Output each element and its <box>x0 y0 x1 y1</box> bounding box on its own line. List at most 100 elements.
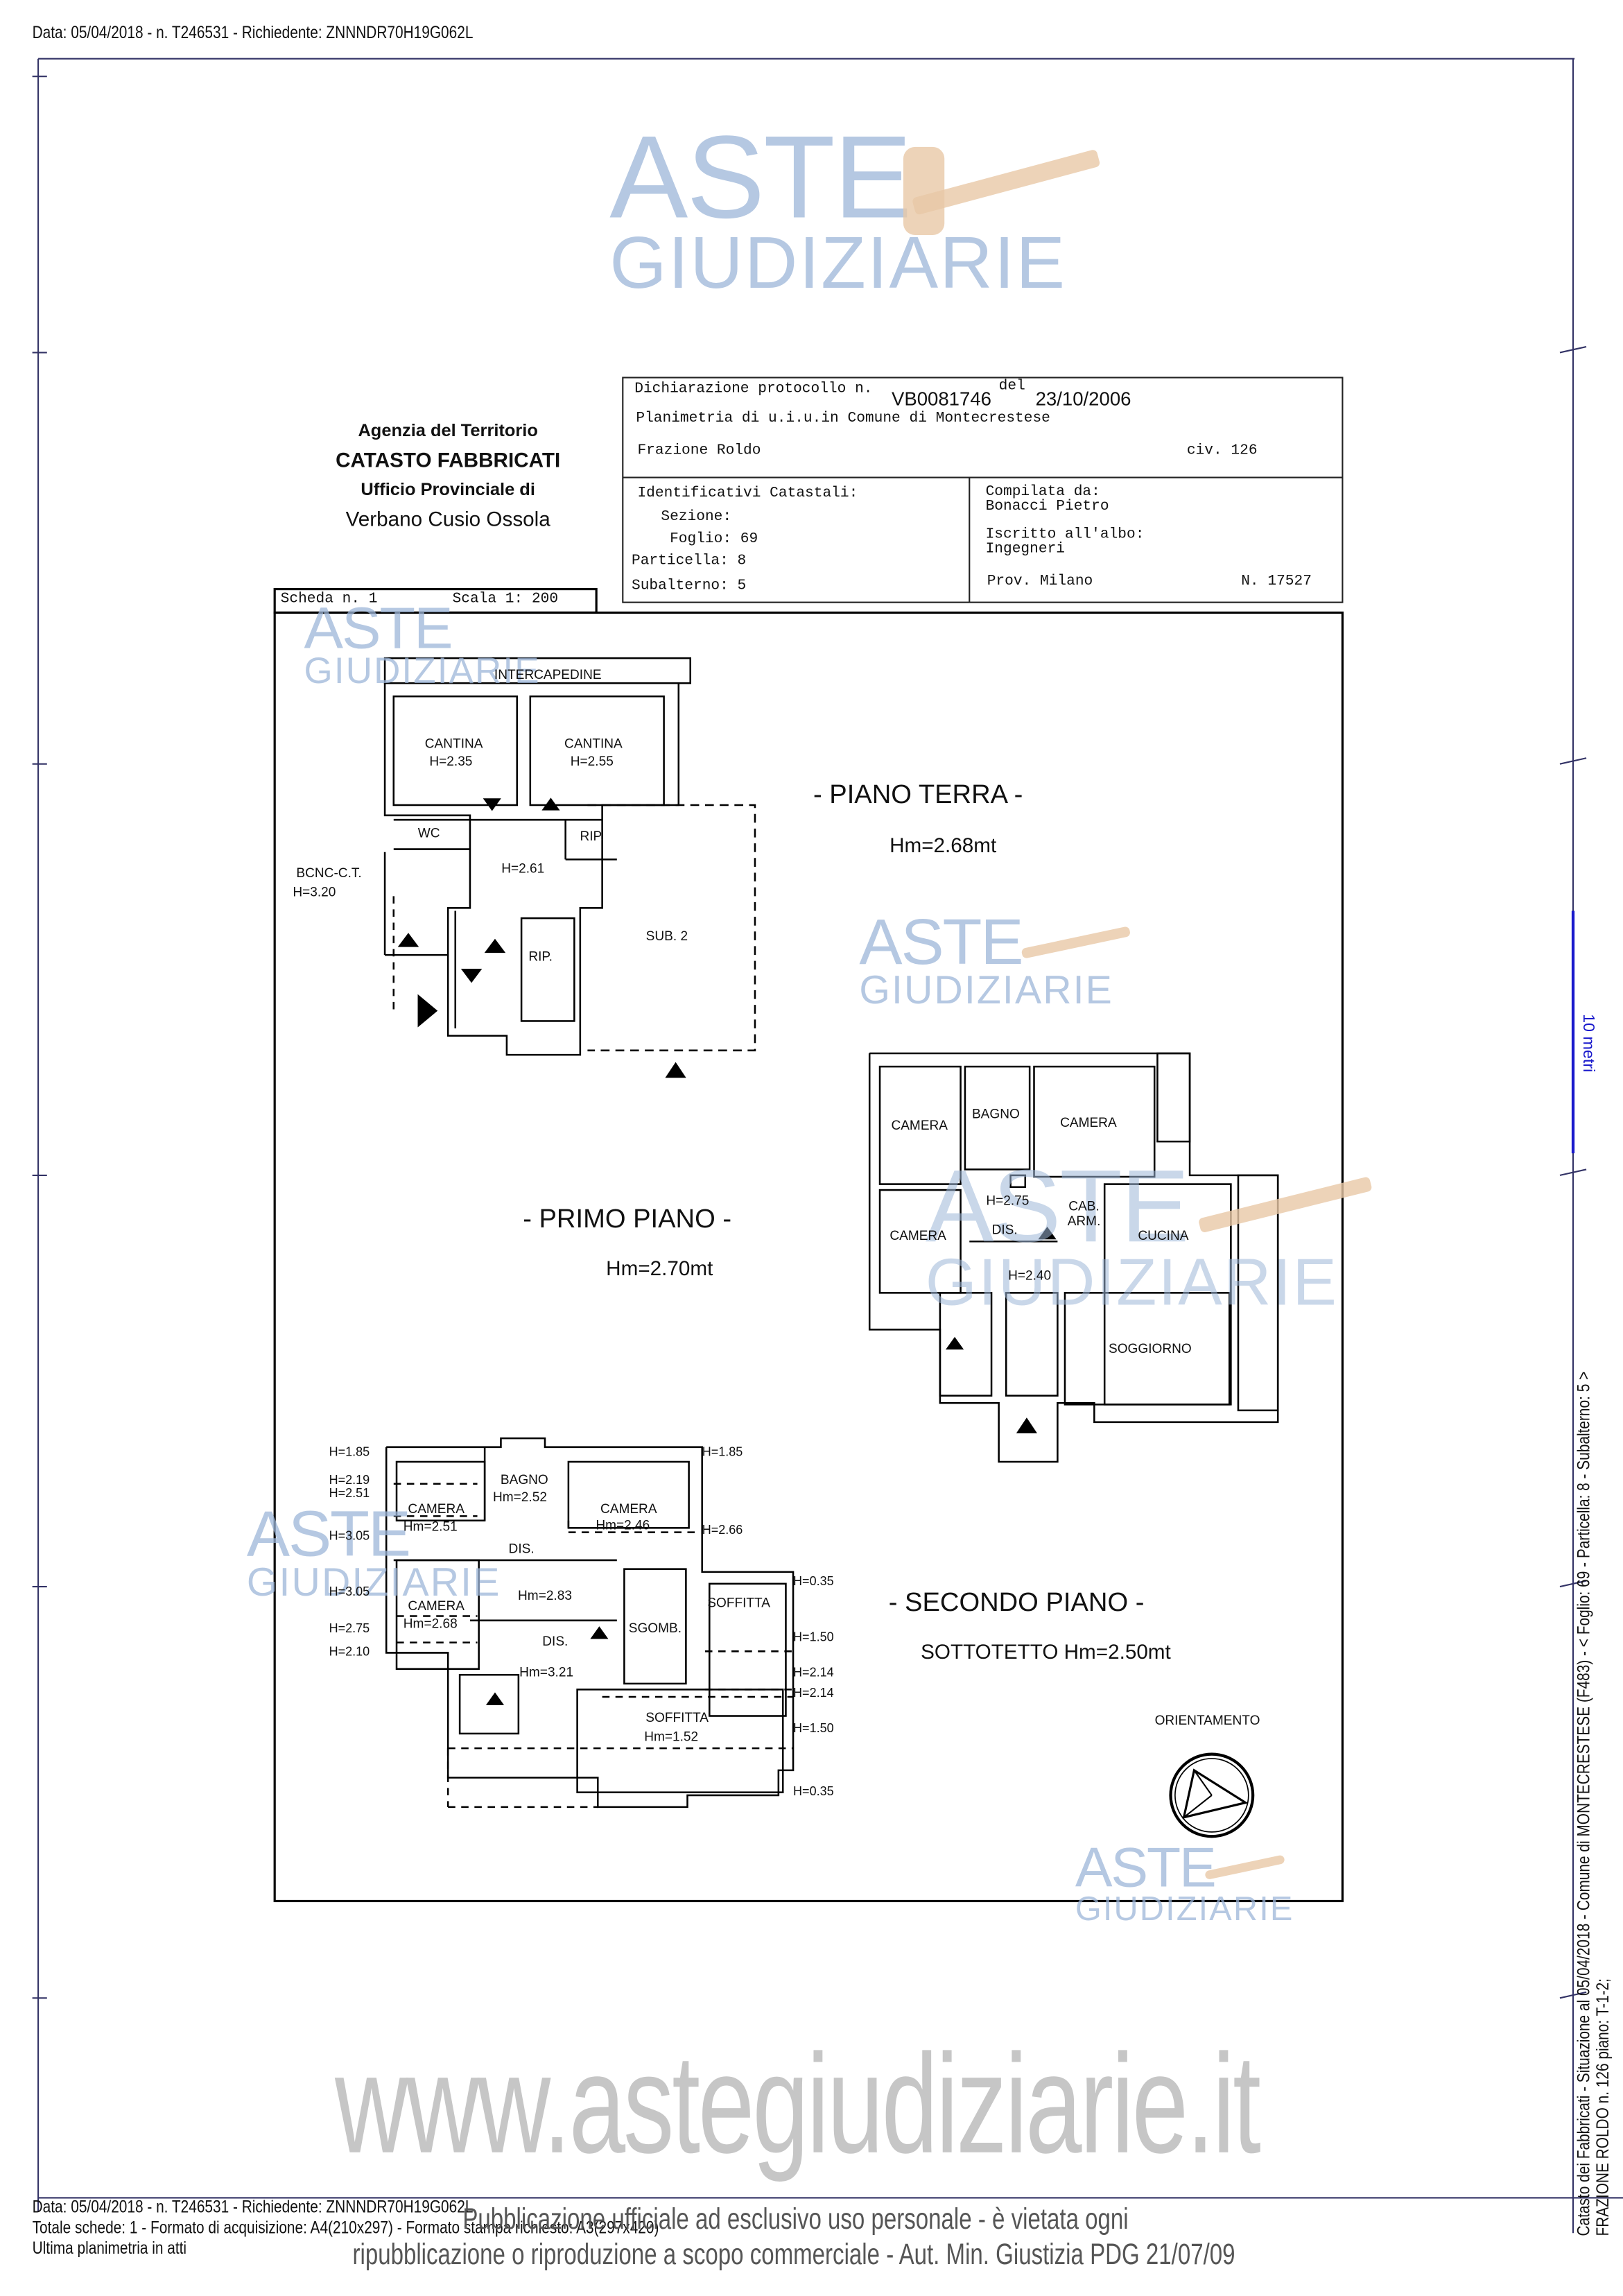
room-label: SOFFITTA <box>707 1595 771 1610</box>
compass-icon <box>1169 1752 1255 1838</box>
compilata-label: Compilata da: <box>985 485 1100 501</box>
height-mark: H=2.10 <box>329 1643 370 1659</box>
room-label: DIS. <box>542 1633 569 1649</box>
foglio-text: Foglio: 69 <box>670 531 758 549</box>
agency-catasto: CATASTO FABBRICATI <box>336 448 561 472</box>
header-request-text: Data: 05/04/2018 - n. T246531 - Richiede… <box>32 21 474 43</box>
room-label: DIS. <box>991 1222 1018 1237</box>
protocol-date: 23/10/2006 <box>1035 388 1131 411</box>
legal-notice-text2: ripubblicazione o riproduzione a scopo c… <box>352 2238 1235 2272</box>
room-label: CAMERA <box>889 1228 946 1243</box>
room-label: CAMERA <box>600 1501 657 1517</box>
room-height: H=2.40 <box>1008 1268 1052 1283</box>
height-mark: H=0.35 <box>793 1573 834 1589</box>
room-label: SGOMB. <box>628 1620 682 1636</box>
website-watermark-text: www.astegiudiziarie.it <box>335 2026 1261 2184</box>
height-mark: H=2.51 <box>329 1485 370 1501</box>
footer-request-line: Data: 05/04/2018 - n. T246531 - Richiede… <box>32 2196 474 2217</box>
scala-label: Scala 1: 200 <box>452 592 559 609</box>
room-height: Hm=2.52 <box>493 1490 547 1505</box>
legal-notice-line1: Pubblicazione ufficiale ad esclusivo uso… <box>462 2204 1316 2238</box>
room-label: BAGNO <box>971 1106 1020 1121</box>
header-request-line: Data: 05/04/2018 - n. T246531 - Richiede… <box>33 22 570 43</box>
height-mark: H=2.75 <box>329 1620 370 1636</box>
ground-floor-title: - PIANO TERRA - <box>813 779 1023 809</box>
second-floor-title: - SECONDO PIANO - <box>888 1587 1145 1617</box>
ground-floor-height: Hm=2.68mt <box>889 833 997 857</box>
room-label: BCNC-C.T. <box>296 865 362 881</box>
frazione-text: Frazione Roldo <box>637 443 761 460</box>
first-floor-title: - PRIMO PIANO - <box>523 1204 732 1234</box>
height-mark: H=0.35 <box>793 1783 834 1799</box>
orientation-label: ORIENTAMENTO <box>1154 1713 1260 1728</box>
scale-bar-label: 10 metri <box>1579 1014 1597 1073</box>
room-label: BAGNO <box>500 1471 548 1487</box>
albo-value: Ingegneri <box>985 542 1066 559</box>
room-label: DIS. <box>508 1541 535 1556</box>
height-mark: H=2.66 <box>702 1521 743 1537</box>
footer-info: Data: 05/04/2018 - n. T246531 - Richiede… <box>33 2196 797 2258</box>
room-label: RIP. <box>528 949 553 964</box>
agency-block: Agenzia del Territorio CATASTO FABBRICAT… <box>336 416 560 533</box>
drawing-box <box>273 611 1344 1903</box>
room-height: Hm=2.68 <box>403 1616 458 1631</box>
subalterno-text: Subalterno: 5 <box>631 578 747 596</box>
height-mark: H=1.50 <box>793 1720 834 1736</box>
protocol-number: VB0081746 <box>891 388 991 411</box>
first-floor-plan <box>868 1052 1279 1463</box>
room-label: CANTINA <box>424 736 483 751</box>
prov-text: Prov. Milano <box>987 574 1093 591</box>
height-mark: H=2.14 <box>793 1664 834 1680</box>
room-label: CANTINA <box>564 736 623 751</box>
height-mark: H=3.05 <box>329 1583 370 1599</box>
height-mark: H=2.19 <box>329 1471 370 1487</box>
footer-last-plan-line: Ultima planimetria in atti <box>32 2237 187 2259</box>
room-label: CAMERA <box>408 1598 465 1614</box>
sezione-text: Sezione: <box>661 510 732 526</box>
room-label: CAMERA <box>891 1118 948 1133</box>
room-label: INTERCAPEDINE <box>494 666 602 682</box>
del-label: del <box>998 379 1025 395</box>
room-label: RIP. <box>580 828 605 844</box>
room-label: WC <box>417 825 440 840</box>
height-mark: H=1.50 <box>793 1629 834 1644</box>
room-height: Hm=2.83 <box>518 1588 572 1603</box>
room-height: Hm=1.52 <box>644 1729 699 1744</box>
room-height: H=2.55 <box>570 753 614 769</box>
room-label: ARM. <box>1067 1213 1101 1229</box>
room-height: H=2.75 <box>986 1193 1030 1208</box>
room-label: CAMERA <box>1060 1115 1117 1130</box>
planimetria-text: Planimetria di u.i.u.in Comune di Montec… <box>636 411 1050 428</box>
agency-name: Agenzia del Territorio <box>358 420 538 441</box>
room-label: SUB. 2 <box>645 928 688 944</box>
gavel-head-icon <box>903 146 945 235</box>
room-label: CAB. <box>1068 1198 1100 1214</box>
height-mark: H=1.85 <box>329 1444 370 1459</box>
ground-floor-plan <box>383 657 756 1078</box>
room-label: SOGGIORNO <box>1108 1341 1192 1356</box>
scheda-label: Scheda n. 1 <box>280 592 378 609</box>
agency-office: Ufficio Provinciale di <box>361 478 535 500</box>
legal-notice-text1: Pubblicazione ufficiale ad esclusivo uso… <box>462 2203 1129 2236</box>
first-floor-height: Hm=2.70mt <box>606 1256 713 1280</box>
header-box <box>622 377 1344 603</box>
compilata-name: Bonacci Pietro <box>985 499 1109 516</box>
website-watermark: www.astegiudiziarie.it <box>335 2024 1618 2186</box>
room-height: H=2.61 <box>501 861 545 876</box>
civico-text: civ. 126 <box>1186 443 1258 460</box>
protocol-label: Dichiarazione protocollo n. <box>634 381 873 399</box>
room-height: Hm=2.51 <box>403 1519 458 1534</box>
albo-label: Iscritto all'albo: <box>985 527 1145 544</box>
second-floor-plan <box>385 1437 795 1809</box>
room-height: Hm=2.46 <box>596 1517 650 1533</box>
legal-notice-line2: ripubblicazione o riproduzione a scopo c… <box>352 2239 1484 2273</box>
room-height: H=2.35 <box>429 753 473 769</box>
albo-number: N. 17527 <box>1241 574 1312 591</box>
height-mark: H=3.05 <box>329 1528 370 1543</box>
room-height: H=3.20 <box>293 884 336 899</box>
room-height: Hm=3.21 <box>519 1664 574 1680</box>
second-floor-height: SOTTOTETTO Hm=2.50mt <box>921 1639 1171 1664</box>
identificativi-label: Identificativi Catastali: <box>637 486 858 503</box>
